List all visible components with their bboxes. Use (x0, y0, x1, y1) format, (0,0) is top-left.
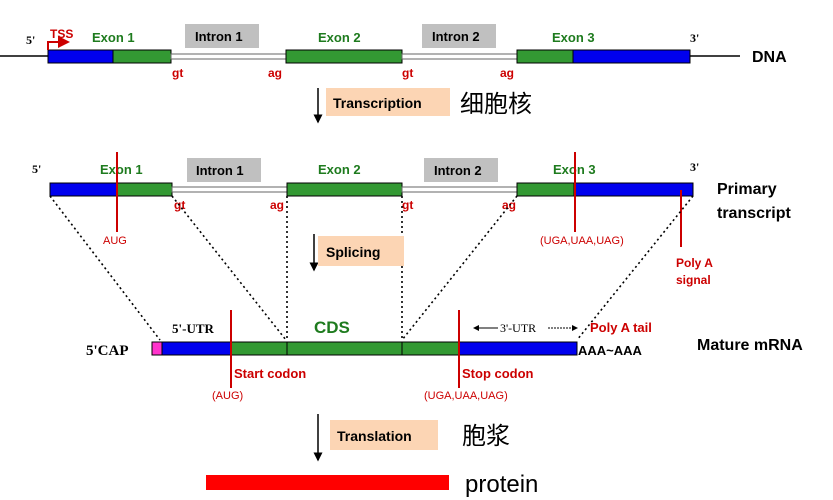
mrna-cds-block-3 (401, 341, 460, 356)
primary-transcript-row: 5' 3' Exon 1 Intron 1 Exon 2 Intron 2 Ex… (32, 152, 791, 287)
mature-label: Mature mRNA (697, 337, 803, 354)
translation-step: Translation 胞浆 (313, 414, 510, 462)
cap-block (151, 341, 163, 356)
dna-exon2-block (285, 49, 403, 64)
pt-gt2: gt (402, 198, 413, 212)
pt-intron2-line (401, 186, 518, 193)
polya-tail-label: Poly A tail (590, 320, 652, 335)
pt-polya-signal-label-1: Poly A (676, 256, 713, 270)
mrna-cds-block-1 (230, 341, 288, 356)
protein-label: protein (465, 471, 538, 498)
pt-aug-label: AUG (103, 235, 127, 247)
stop-codon-note: (UGA,UAA,UAG) (424, 390, 508, 402)
dna-gt1: gt (172, 66, 183, 80)
cds-label: CDS (314, 318, 350, 337)
pt-3utr-block (573, 182, 694, 197)
dna-intron1-line (170, 53, 287, 60)
guide-exon3-start (401, 195, 518, 341)
start-codon-note: (AUG) (212, 390, 243, 402)
pt-ag1: ag (270, 198, 284, 212)
dna-intron1-box (185, 24, 259, 48)
mrna-cds-block-2 (286, 341, 403, 356)
pt-exon3-block (516, 182, 575, 197)
pt-polya-signal-label-2: signal (676, 273, 711, 287)
transcription-step: Transcription 细胞核 (313, 88, 532, 124)
pt-label-1: Primary (717, 181, 777, 198)
dna-exon3-block (516, 49, 574, 64)
splice-guides (49, 195, 694, 341)
pt-label-2: transcript (717, 205, 791, 222)
dna-intron2-label: Intron 2 (432, 29, 480, 44)
dna-intron1-label: Intron 1 (195, 29, 243, 44)
pt-intron2-label: Intron 2 (434, 163, 482, 178)
pt-intron1-label: Intron 1 (196, 163, 244, 178)
tss-label: TSS (50, 27, 73, 41)
guide-exon1-end (171, 195, 287, 341)
dna-exon3-label: Exon 3 (552, 30, 595, 45)
utr3-label: 3'-UTR (500, 321, 536, 335)
protein-bar (206, 475, 449, 490)
pt-five-prime: 5' (32, 162, 41, 176)
pt-exon2-label: Exon 2 (318, 162, 361, 177)
mrna-3utr-block (458, 341, 578, 356)
dna-intron2-line (401, 53, 518, 60)
cap-label: 5'CAP (86, 343, 129, 359)
pt-exon1-label: Exon 1 (100, 162, 143, 177)
pt-exon2-block (286, 182, 403, 197)
dna-label: DNA (752, 49, 787, 66)
dna-three-prime: 3' (690, 31, 699, 45)
stop-codon-label: Stop codon (462, 366, 534, 381)
dna-5utr-block (47, 49, 114, 64)
pt-stop-label: (UGA,UAA,UAG) (540, 235, 624, 247)
dna-exon1-label: Exon 1 (92, 30, 135, 45)
translation-box (330, 420, 438, 450)
dna-five-prime: 5' (26, 33, 35, 47)
tss-arrow-icon (47, 36, 70, 50)
protein-row: protein (206, 471, 538, 498)
pt-intron1-box (187, 158, 261, 182)
guide-3end (576, 195, 694, 341)
dna-row: 5' 3' TSS Exon 1 Intron 1 Exon 2 Intron … (0, 24, 787, 80)
mrna-5utr-block (161, 341, 232, 356)
pt-ag2: ag (502, 198, 516, 212)
pt-5utr-block (49, 182, 118, 197)
transcription-label: Transcription (333, 95, 422, 111)
dna-gt2: gt (402, 66, 413, 80)
start-codon-label: Start codon (234, 366, 306, 381)
translation-location: 胞浆 (462, 423, 510, 450)
transcription-location: 细胞核 (460, 91, 532, 118)
pt-intron1-line (171, 186, 288, 193)
splicing-step: Splicing (309, 234, 404, 272)
transcription-box (326, 88, 450, 116)
pt-exon1-block (116, 182, 173, 197)
dna-intron2-box (422, 24, 496, 48)
guide-5end (49, 195, 161, 341)
pt-three-prime: 3' (690, 160, 699, 174)
translation-label: Translation (337, 428, 412, 444)
dna-ag2: ag (500, 66, 514, 80)
pt-intron2-box (424, 158, 498, 182)
polya-seq-label: AAA~AAA (578, 343, 643, 358)
splicing-label: Splicing (326, 244, 380, 260)
dna-exon2-label: Exon 2 (318, 30, 361, 45)
mature-mrna-row: 5'CAP 5'-UTR CDS 3'-UTR Poly A tail AAA~… (86, 310, 803, 402)
dna-ag1: ag (268, 66, 282, 80)
utr5-label: 5'-UTR (172, 321, 215, 336)
dna-exon1-block (112, 49, 172, 64)
splicing-box (318, 236, 404, 266)
dna-3utr-block (572, 49, 691, 64)
